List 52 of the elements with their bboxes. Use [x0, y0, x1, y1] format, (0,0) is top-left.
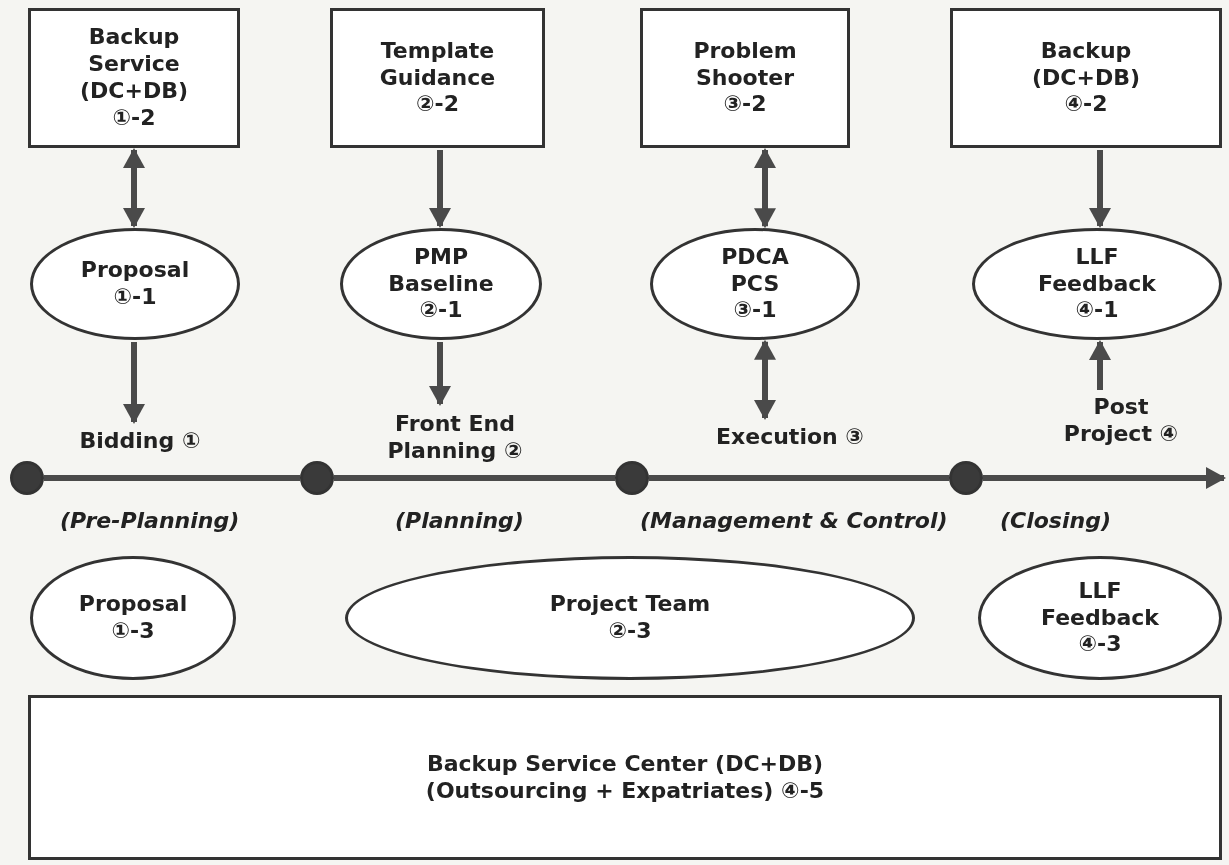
arrow [429, 150, 451, 228]
node-text: Backup (DC+DB) [1031, 37, 1141, 92]
process-box [950, 8, 1222, 148]
phase-caption: (Pre-Planning) [60, 508, 240, 533]
node-text: ②-1 [419, 297, 463, 325]
milestone-dot [300, 461, 334, 495]
node-text: ④-2 [1064, 91, 1108, 119]
arrow [1089, 150, 1111, 228]
milestone-dot [949, 461, 983, 495]
arrow [123, 148, 145, 228]
arrow [754, 339, 776, 420]
phase-caption: (Planning) [395, 508, 524, 533]
timeline-line [334, 475, 615, 481]
process-box [640, 8, 850, 148]
node-text: ③-1 [733, 297, 777, 325]
node-text: Execution ③ [716, 423, 864, 451]
arrow [123, 342, 145, 424]
node-text: Project Team [549, 591, 711, 618]
timeline-line [44, 475, 300, 481]
node-text: ①-2 [112, 104, 156, 132]
process-box [28, 695, 1222, 860]
arrow [754, 148, 776, 229]
node-text: ①-1 [113, 284, 157, 311]
process-box [330, 8, 545, 148]
node-text: ②-2 [415, 91, 460, 119]
node-text: ①-3 [111, 618, 155, 645]
node-text: ④-1 [1075, 297, 1119, 325]
milestone-dot [615, 461, 649, 495]
arrow [429, 342, 451, 406]
node-text: ②-3 [608, 618, 652, 645]
node-text: PMP Baseline [387, 243, 495, 298]
node-text: PDCA PCS [720, 243, 790, 298]
node-text: Proposal [80, 257, 190, 284]
node-text: Bidding ① [79, 427, 201, 455]
node-text: LLF Feedback [1037, 243, 1157, 298]
node-text: Problem Shooter [692, 37, 798, 92]
node-text: Proposal [78, 591, 188, 618]
timeline-line [649, 475, 949, 481]
node-text: Template Guidance [378, 37, 497, 92]
phase-caption: (Management & Control) [640, 508, 948, 533]
arrow [1089, 340, 1111, 390]
node-text: ③-2 [723, 91, 767, 119]
node-text: LLF Feedback [1040, 577, 1160, 632]
node-text: ④-3 [1078, 631, 1122, 659]
phase-caption: (Closing) [1000, 508, 1111, 533]
milestone-dot [10, 461, 44, 495]
node-text: Post Project ④ [1062, 394, 1180, 448]
node-text: Backup Service Center (DC+DB) (Outsourcing + Expatriates) ④-5 [424, 750, 826, 805]
node-text: Front End Planning ② [386, 411, 524, 465]
process-box [28, 8, 240, 148]
node-text: Backup Service (DC+DB) [79, 24, 189, 105]
arrow [983, 467, 1226, 489]
